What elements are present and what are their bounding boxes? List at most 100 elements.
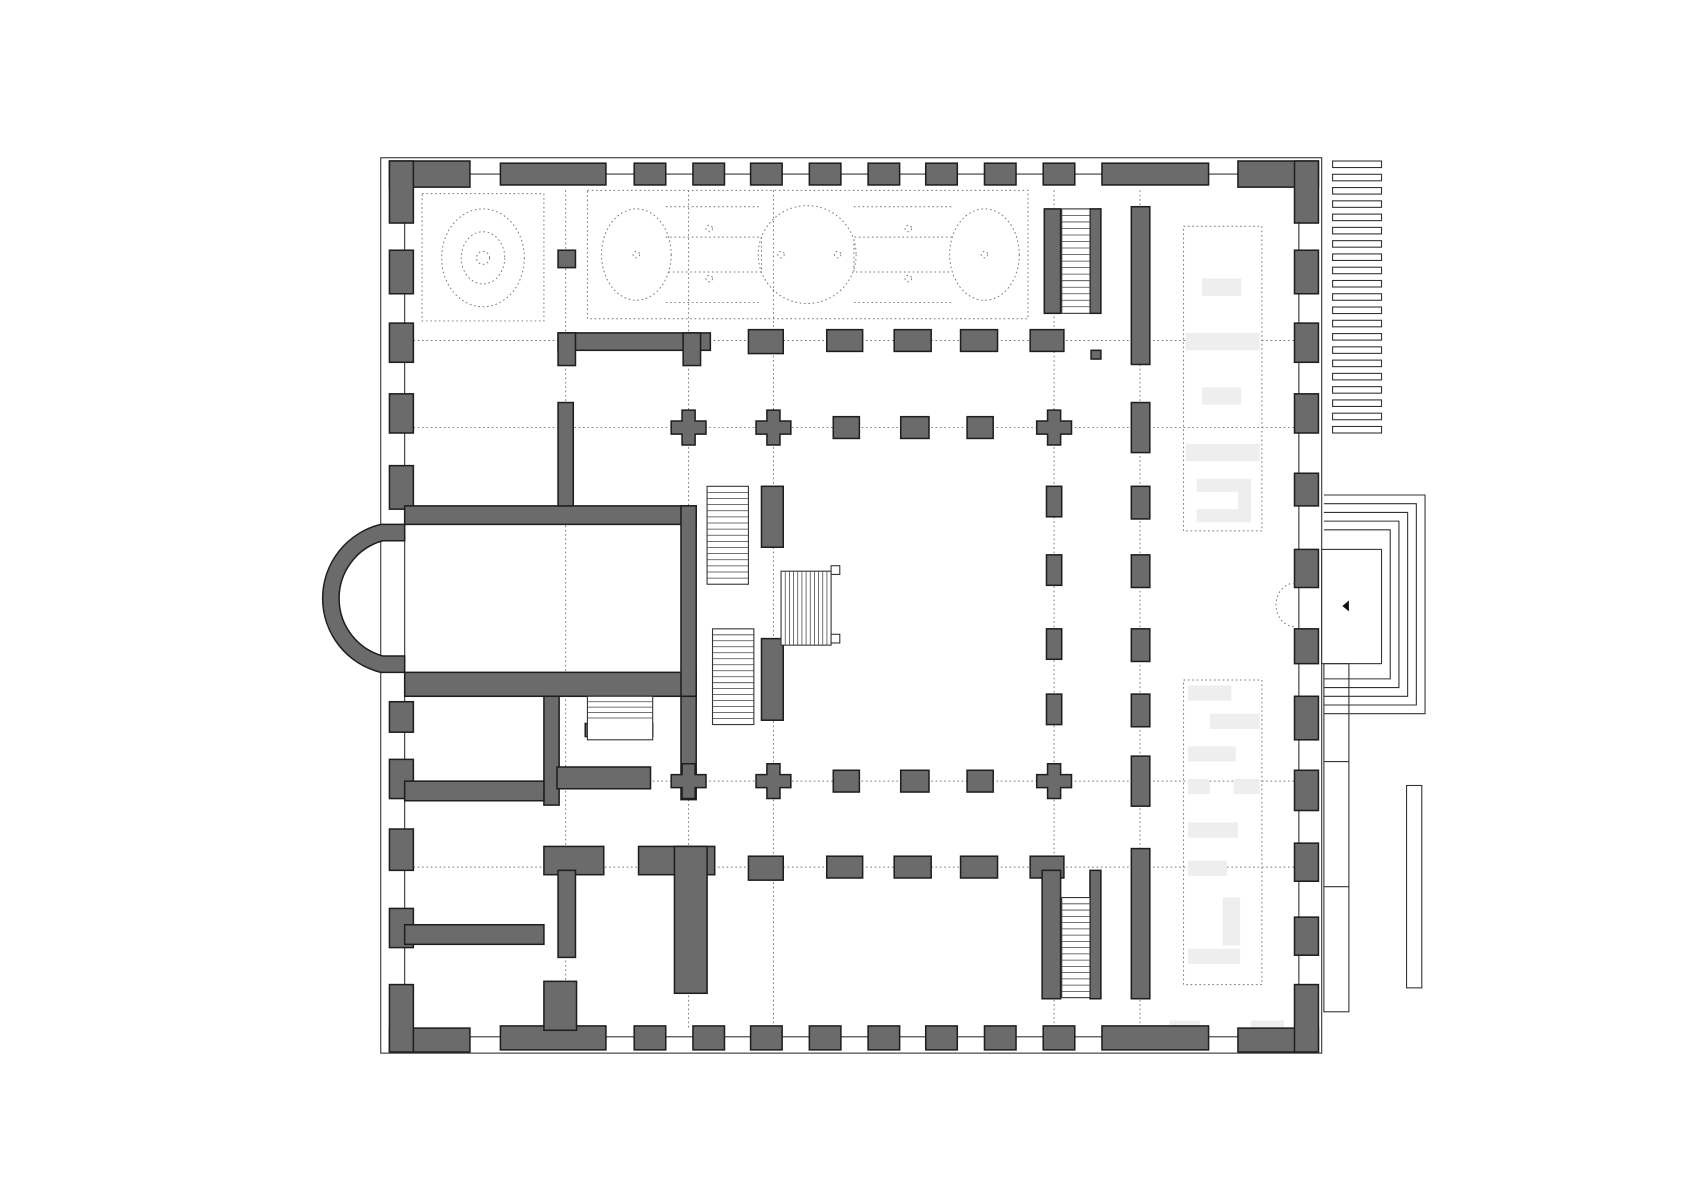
- east-pier: [1293, 842, 1320, 882]
- north-room-wall: [682, 332, 702, 367]
- stair-wall: [1089, 208, 1102, 315]
- facade-pier-south: [867, 1025, 901, 1051]
- column: [1130, 693, 1151, 728]
- apse-wall: [321, 523, 406, 674]
- building-outline: [380, 157, 1323, 1054]
- stair-wall: [1089, 869, 1102, 1000]
- pillar: [1029, 328, 1065, 353]
- exterior-step: [1332, 306, 1383, 315]
- partition-wall: [557, 401, 575, 507]
- parterre-garden: [421, 189, 1029, 322]
- pillar: [1130, 755, 1151, 807]
- exterior-step: [1332, 319, 1383, 328]
- column: [1045, 485, 1063, 518]
- pillar: [899, 769, 930, 793]
- exterior-step: [1332, 386, 1383, 394]
- stair-wall: [760, 637, 784, 721]
- west-pier: [388, 700, 415, 733]
- cross-pillar: [755, 762, 792, 800]
- north-room-wall: [557, 332, 577, 367]
- pier: [1090, 349, 1102, 360]
- partition-wall: [543, 695, 560, 806]
- exterior-step: [1332, 293, 1383, 301]
- column: [1045, 693, 1063, 726]
- cross-pillar: [670, 409, 707, 446]
- facade-pier-south: [983, 1025, 1017, 1051]
- east-pier: [1293, 322, 1320, 364]
- pillar: [825, 328, 864, 353]
- hall-wall-south: [403, 671, 697, 698]
- east-pier: [1293, 548, 1320, 589]
- exterior-step: [1332, 240, 1383, 248]
- exterior-step: [1332, 253, 1383, 261]
- east-pier: [1293, 249, 1320, 295]
- stair-wall: [1130, 205, 1151, 366]
- exterior-step: [1332, 200, 1383, 208]
- east-pier: [1293, 769, 1320, 812]
- facade-pier-north: [808, 162, 842, 186]
- facade-pier-south: [749, 1025, 783, 1051]
- stair-wall: [1041, 869, 1062, 1000]
- east-pier: [1293, 393, 1320, 434]
- exterior-step: [1332, 173, 1383, 182]
- pillar: [825, 855, 864, 879]
- column: [1045, 628, 1063, 661]
- east-pier: [1293, 628, 1320, 665]
- pillar: [893, 855, 932, 879]
- exhibition-zones: [1169, 225, 1284, 1030]
- exterior-step: [1332, 213, 1383, 222]
- pillar: [959, 328, 999, 353]
- exterior-step: [1332, 187, 1383, 195]
- facade-pier-north: [1101, 162, 1210, 186]
- stair-wall: [760, 485, 784, 548]
- exterior-step: [1332, 346, 1383, 354]
- facade-pier-south: [1101, 1025, 1210, 1051]
- exterior-step: [1332, 425, 1383, 434]
- facade-pier-north: [692, 162, 726, 186]
- facade-pier-north: [924, 162, 959, 186]
- west-pier: [388, 464, 415, 510]
- walls: [321, 160, 1320, 1053]
- exterior-step: [1332, 279, 1383, 288]
- exterior-steps: [1275, 160, 1426, 1013]
- facade-pier-south: [633, 1025, 667, 1051]
- pillar: [959, 855, 999, 879]
- pillar: [966, 769, 994, 793]
- exterior-step: [1332, 372, 1383, 381]
- corner-sw: [388, 983, 415, 1053]
- east-pier: [1293, 472, 1320, 507]
- exterior-step: [1332, 226, 1383, 235]
- west-pier: [388, 322, 415, 364]
- facade-pier-north: [983, 162, 1017, 186]
- hall-wall-east: [680, 505, 697, 698]
- facade-pier-north: [749, 162, 783, 186]
- room-wall: [556, 766, 652, 790]
- exterior-step: [1332, 399, 1383, 407]
- column: [1130, 628, 1151, 663]
- exterior-step: [1332, 359, 1383, 368]
- exterior-step: [1332, 266, 1383, 275]
- west-pier: [388, 249, 415, 295]
- pillar: [832, 415, 861, 440]
- east-pier: [1293, 695, 1320, 741]
- stair-wall: [1043, 208, 1062, 315]
- corner-nw: [388, 160, 415, 224]
- entrance-arrow-icon: [1342, 600, 1349, 612]
- west-pier: [388, 828, 415, 872]
- pillar: [893, 328, 932, 353]
- pier: [557, 249, 577, 269]
- column: [1130, 554, 1151, 589]
- east-pier: [1293, 916, 1320, 956]
- exterior-step: [1332, 160, 1383, 169]
- cross-pillar: [755, 409, 792, 446]
- pillar: [832, 769, 861, 793]
- stair-wall: [1130, 847, 1151, 1000]
- facade-pier-north: [499, 162, 607, 186]
- stairs: [586, 208, 1091, 999]
- pillar: [899, 415, 930, 440]
- facade-pier-north: [1042, 162, 1076, 186]
- room-wall: [403, 780, 545, 802]
- cross-pillar: [1035, 762, 1073, 800]
- room-wall: [403, 923, 545, 946]
- pillar: [747, 328, 784, 355]
